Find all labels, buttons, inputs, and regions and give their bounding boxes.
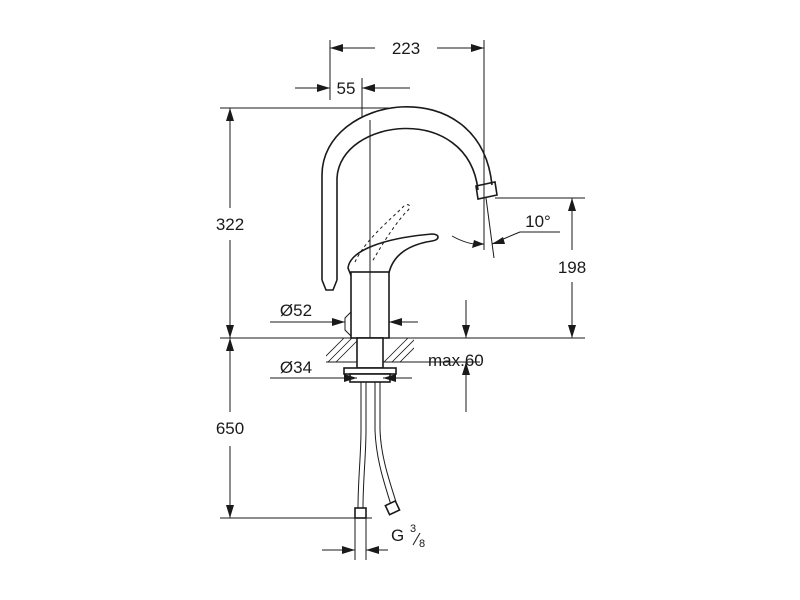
label-hose-length: 650 <box>216 419 244 438</box>
dim-swivel-angle: 10° <box>451 197 560 259</box>
dim-base-diameter: Ø52 <box>270 301 418 326</box>
label-connection-prefix: G <box>391 526 404 545</box>
dim-hose-length: 650 <box>216 338 372 519</box>
label-spout-reach: 223 <box>392 39 420 58</box>
spout-base <box>321 279 338 291</box>
dim-spout-height: 198 <box>495 197 586 338</box>
base-ring <box>344 311 352 337</box>
faucet-outline <box>321 105 498 339</box>
label-base-diameter: Ø52 <box>280 301 312 320</box>
dim-spout-reach: 223 <box>329 39 485 198</box>
fixing-stud <box>356 337 384 369</box>
label-connection-denominator: 8 <box>419 538 425 550</box>
hose-left <box>357 382 362 509</box>
dim-offset: 55 <box>295 78 410 118</box>
label-max-thickness: max.60 <box>428 351 484 370</box>
dim-total-height: 322 <box>216 107 390 338</box>
hose-end-right <box>384 499 401 516</box>
mounting-washer <box>343 367 397 375</box>
spout-inner <box>336 127 479 280</box>
hose-right <box>374 382 392 506</box>
spout-outer <box>321 105 493 280</box>
label-offset: 55 <box>337 79 356 98</box>
label-swivel-angle: 10° <box>525 212 551 231</box>
label-total-height: 322 <box>216 215 244 234</box>
supply-hoses <box>354 382 401 519</box>
label-spout-height: 198 <box>558 258 586 277</box>
label-connection-numerator: 3 <box>410 523 416 535</box>
deck-section <box>326 337 414 383</box>
label-hole-diameter: Ø34 <box>280 358 312 377</box>
dim-max-thickness: max.60 <box>414 300 484 412</box>
lever-lift-outline <box>354 204 411 263</box>
spout-aerator <box>475 181 498 200</box>
hose-end-left <box>354 507 367 519</box>
dim-hole-diameter: Ø34 <box>270 358 412 382</box>
dim-connection-thread: G 3 8 <box>322 518 425 560</box>
